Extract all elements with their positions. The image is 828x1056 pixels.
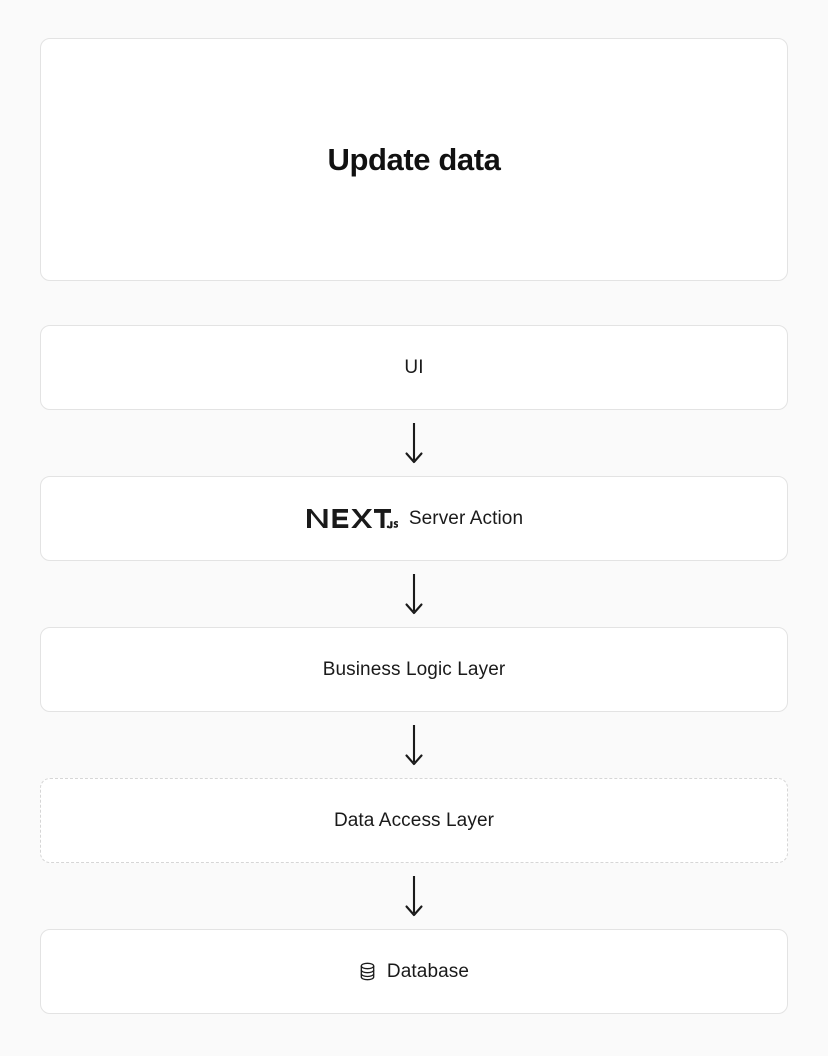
flow-node-business-logic-layer-label: Business Logic Layer [322,659,506,680]
flow-node-data-access-layer-content: Data Access Layer [334,811,494,830]
nextjs-logo-icon [305,506,398,531]
flow-node-database: Database [40,929,788,1014]
flow-node-data-access-layer: Data Access Layer [40,778,788,863]
flow-node-server-action: Server Action [40,476,788,561]
flow-node-ui-content: UI [404,358,423,377]
down-arrow-icon [402,723,426,767]
connector-business-logic-to-data-access [40,712,788,778]
flow-node-database-content: Database [359,962,469,981]
down-arrow-icon [402,874,426,918]
flow-node-server-action-content: Server Action [305,506,523,531]
flow-node-business-logic-layer: Business Logic Layer [40,627,788,712]
title-card: Update data [40,38,788,281]
flow-node-ui-label: UI [404,357,424,378]
flow-node-server-action-label: Server Action [408,508,524,529]
down-arrow-icon [402,572,426,616]
flow-node-business-logic-layer-content: Business Logic Layer [323,660,506,679]
flow-node-database-label: Database [386,961,470,982]
down-arrow-icon [402,421,426,465]
database-icon [359,962,376,981]
flow-node-ui: UI [40,325,788,410]
title-spacer [40,281,788,325]
connector-ui-to-server-action [40,410,788,476]
flow-node-data-access-layer-label: Data Access Layer [333,810,495,831]
page-title: Update data [327,142,501,177]
connector-server-action-to-business-logic [40,561,788,627]
connector-data-access-to-database [40,863,788,929]
